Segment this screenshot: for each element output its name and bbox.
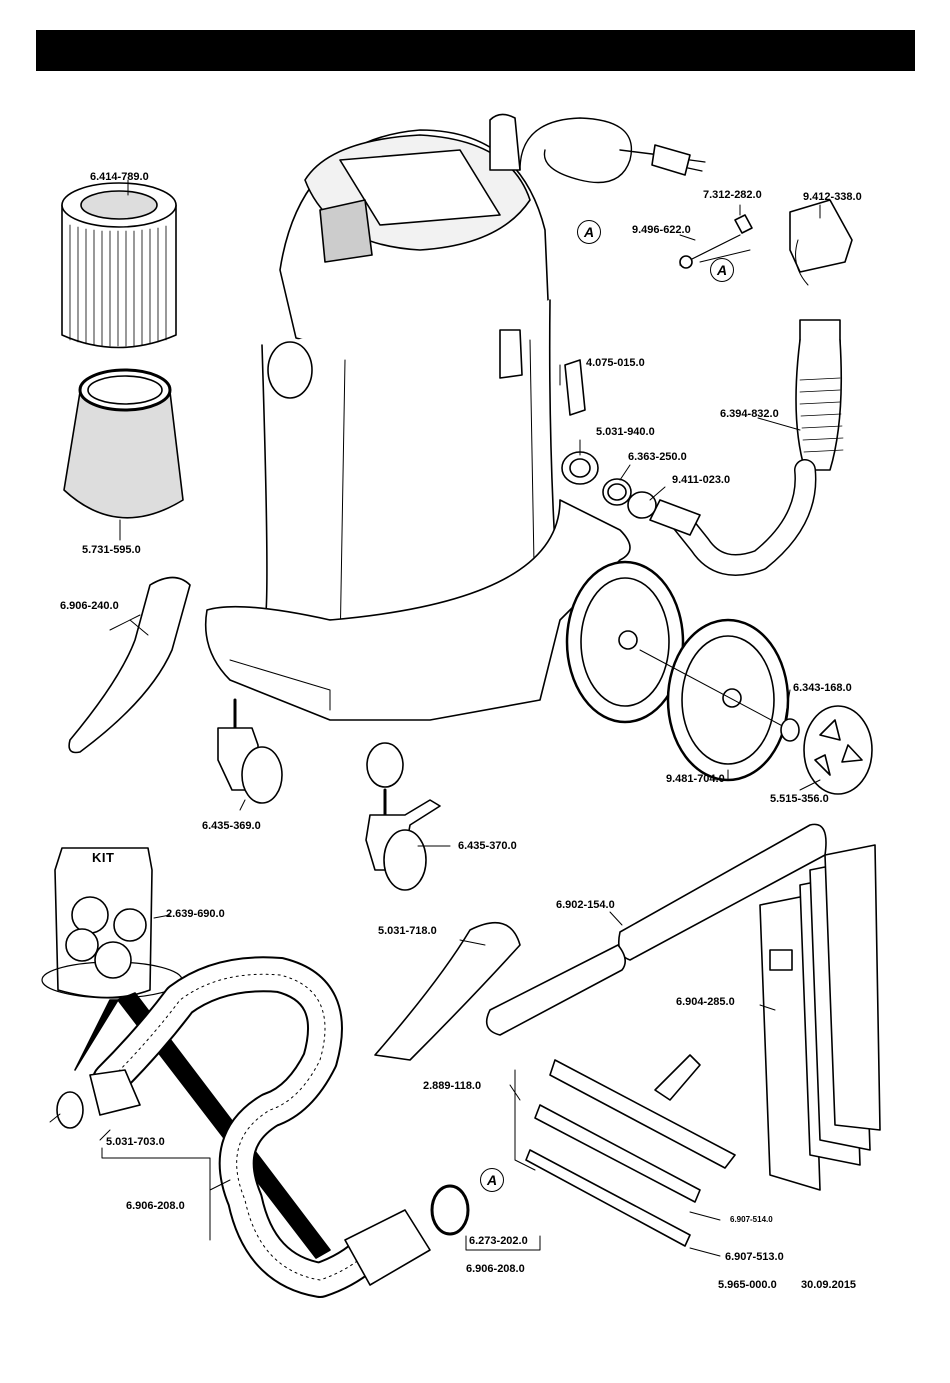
part-label: 5.031-703.0 xyxy=(106,1136,165,1148)
rear-wheel-right-drawing xyxy=(666,618,790,782)
part-label: 6.904-285.0 xyxy=(676,996,735,1008)
part-label: 6.902-154.0 xyxy=(556,899,615,911)
straight-tube-lower-drawing xyxy=(485,944,626,1036)
part-label: 6.343-168.0 xyxy=(793,682,852,694)
caster-left-drawing xyxy=(217,698,283,804)
kit-label: KIT xyxy=(92,850,115,865)
crevice-nozzle-drawing xyxy=(68,576,191,754)
part-label: 6.906-208.0 xyxy=(126,1200,185,1212)
marker-a: A xyxy=(480,1168,504,1192)
caster-mid-drawing xyxy=(366,742,404,788)
part-label: 2.889-118.0 xyxy=(423,1080,482,1092)
vacuum-body-drawing xyxy=(204,113,631,721)
hubcap-drawing xyxy=(803,705,873,795)
marker-a: A xyxy=(577,220,601,244)
part-label: 6.273-202.0 xyxy=(469,1235,528,1247)
part-label: 6.394-832.0 xyxy=(720,408,779,420)
paper-bags-drawing xyxy=(759,844,881,1191)
kit-bag-drawing xyxy=(41,847,183,999)
marker-a: A xyxy=(710,258,734,282)
part-label: 6.907-514.0 xyxy=(730,1215,773,1224)
part-label: 6.906-208.0 xyxy=(466,1263,525,1275)
part-label: 9.411-023.0 xyxy=(672,474,731,486)
cartridge-filter-drawing xyxy=(61,182,177,349)
header-bar xyxy=(36,30,915,71)
filter-bag-drawing xyxy=(63,368,184,519)
part-label: 9.412-338.0 xyxy=(803,191,862,203)
part-label: 5.515-356.0 xyxy=(770,793,829,805)
part-label: 9.481-704.0 xyxy=(666,773,725,785)
part-label: 6.435-369.0 xyxy=(202,820,261,832)
part-label: 4.075-015.0 xyxy=(586,357,645,369)
part-label: 6.907-513.0 xyxy=(725,1251,784,1263)
caster-brake-drawing xyxy=(365,788,441,891)
curved-wand-drawing xyxy=(374,921,521,1061)
part-label: 5.031-940.0 xyxy=(596,426,655,438)
document-date: 30.09.2015 xyxy=(801,1279,857,1291)
document-number: 5.965-000.0 xyxy=(718,1279,777,1291)
part-label: 5.731-595.0 xyxy=(82,544,141,556)
part-label: 7.312-282.0 xyxy=(703,189,762,201)
part-label: 5.031-718.0 xyxy=(378,925,437,937)
part-label: 6.363-250.0 xyxy=(628,451,687,463)
part-label: 6.435-370.0 xyxy=(458,840,517,852)
part-label: 6.906-240.0 xyxy=(60,600,119,612)
part-label: 2.639-690.0 xyxy=(166,908,225,920)
rear-wheel-left-drawing xyxy=(565,560,685,724)
part-label: 6.414-789.0 xyxy=(90,171,149,183)
part-label: 9.496-622.0 xyxy=(632,224,691,236)
power-cord-drawing xyxy=(519,117,661,184)
floor-tool-drawing xyxy=(525,1054,736,1247)
